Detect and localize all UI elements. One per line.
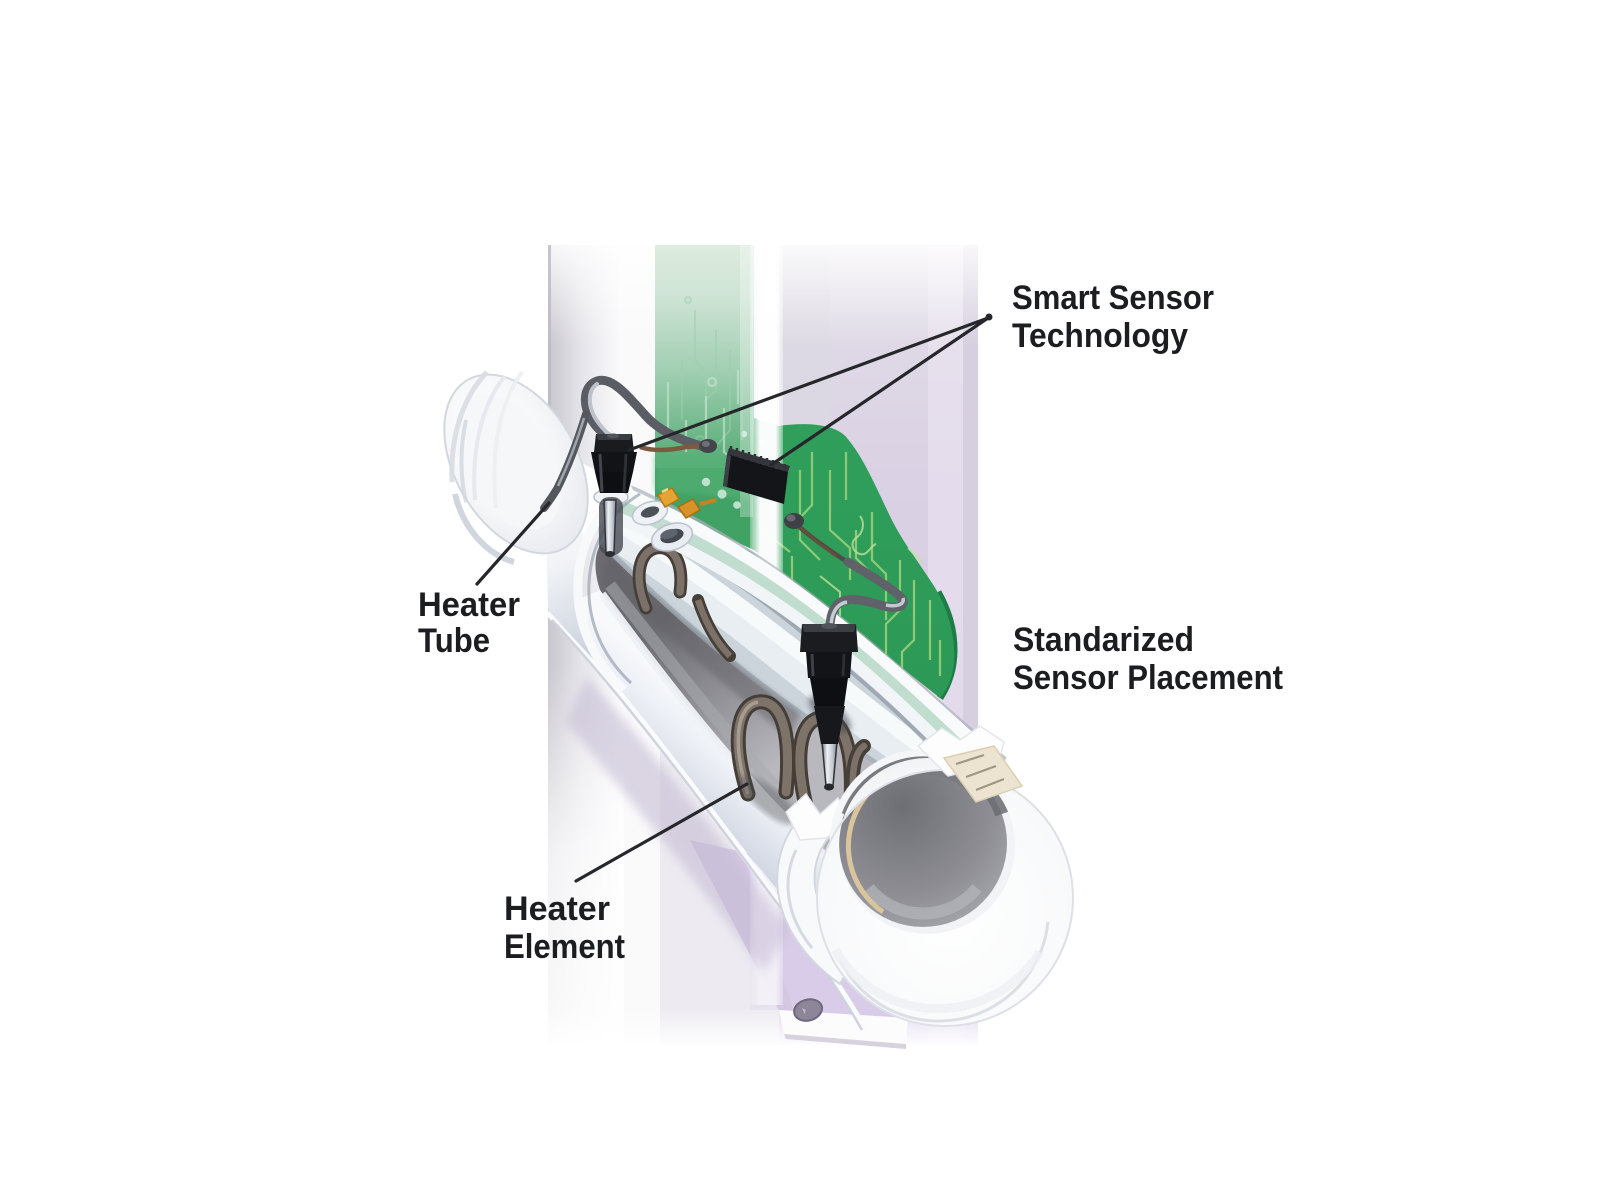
svg-text:Sensor Placement: Sensor Placement bbox=[1013, 659, 1283, 697]
svg-text:Tube: Tube bbox=[418, 622, 490, 660]
svg-text:Heater: Heater bbox=[418, 586, 520, 624]
svg-text:Element: Element bbox=[504, 928, 625, 966]
svg-text:Smart Sensor: Smart Sensor bbox=[1012, 279, 1214, 317]
svg-text:Technology: Technology bbox=[1012, 317, 1188, 355]
svg-text:Standarized: Standarized bbox=[1013, 621, 1194, 659]
svg-text:Heater: Heater bbox=[504, 890, 610, 928]
